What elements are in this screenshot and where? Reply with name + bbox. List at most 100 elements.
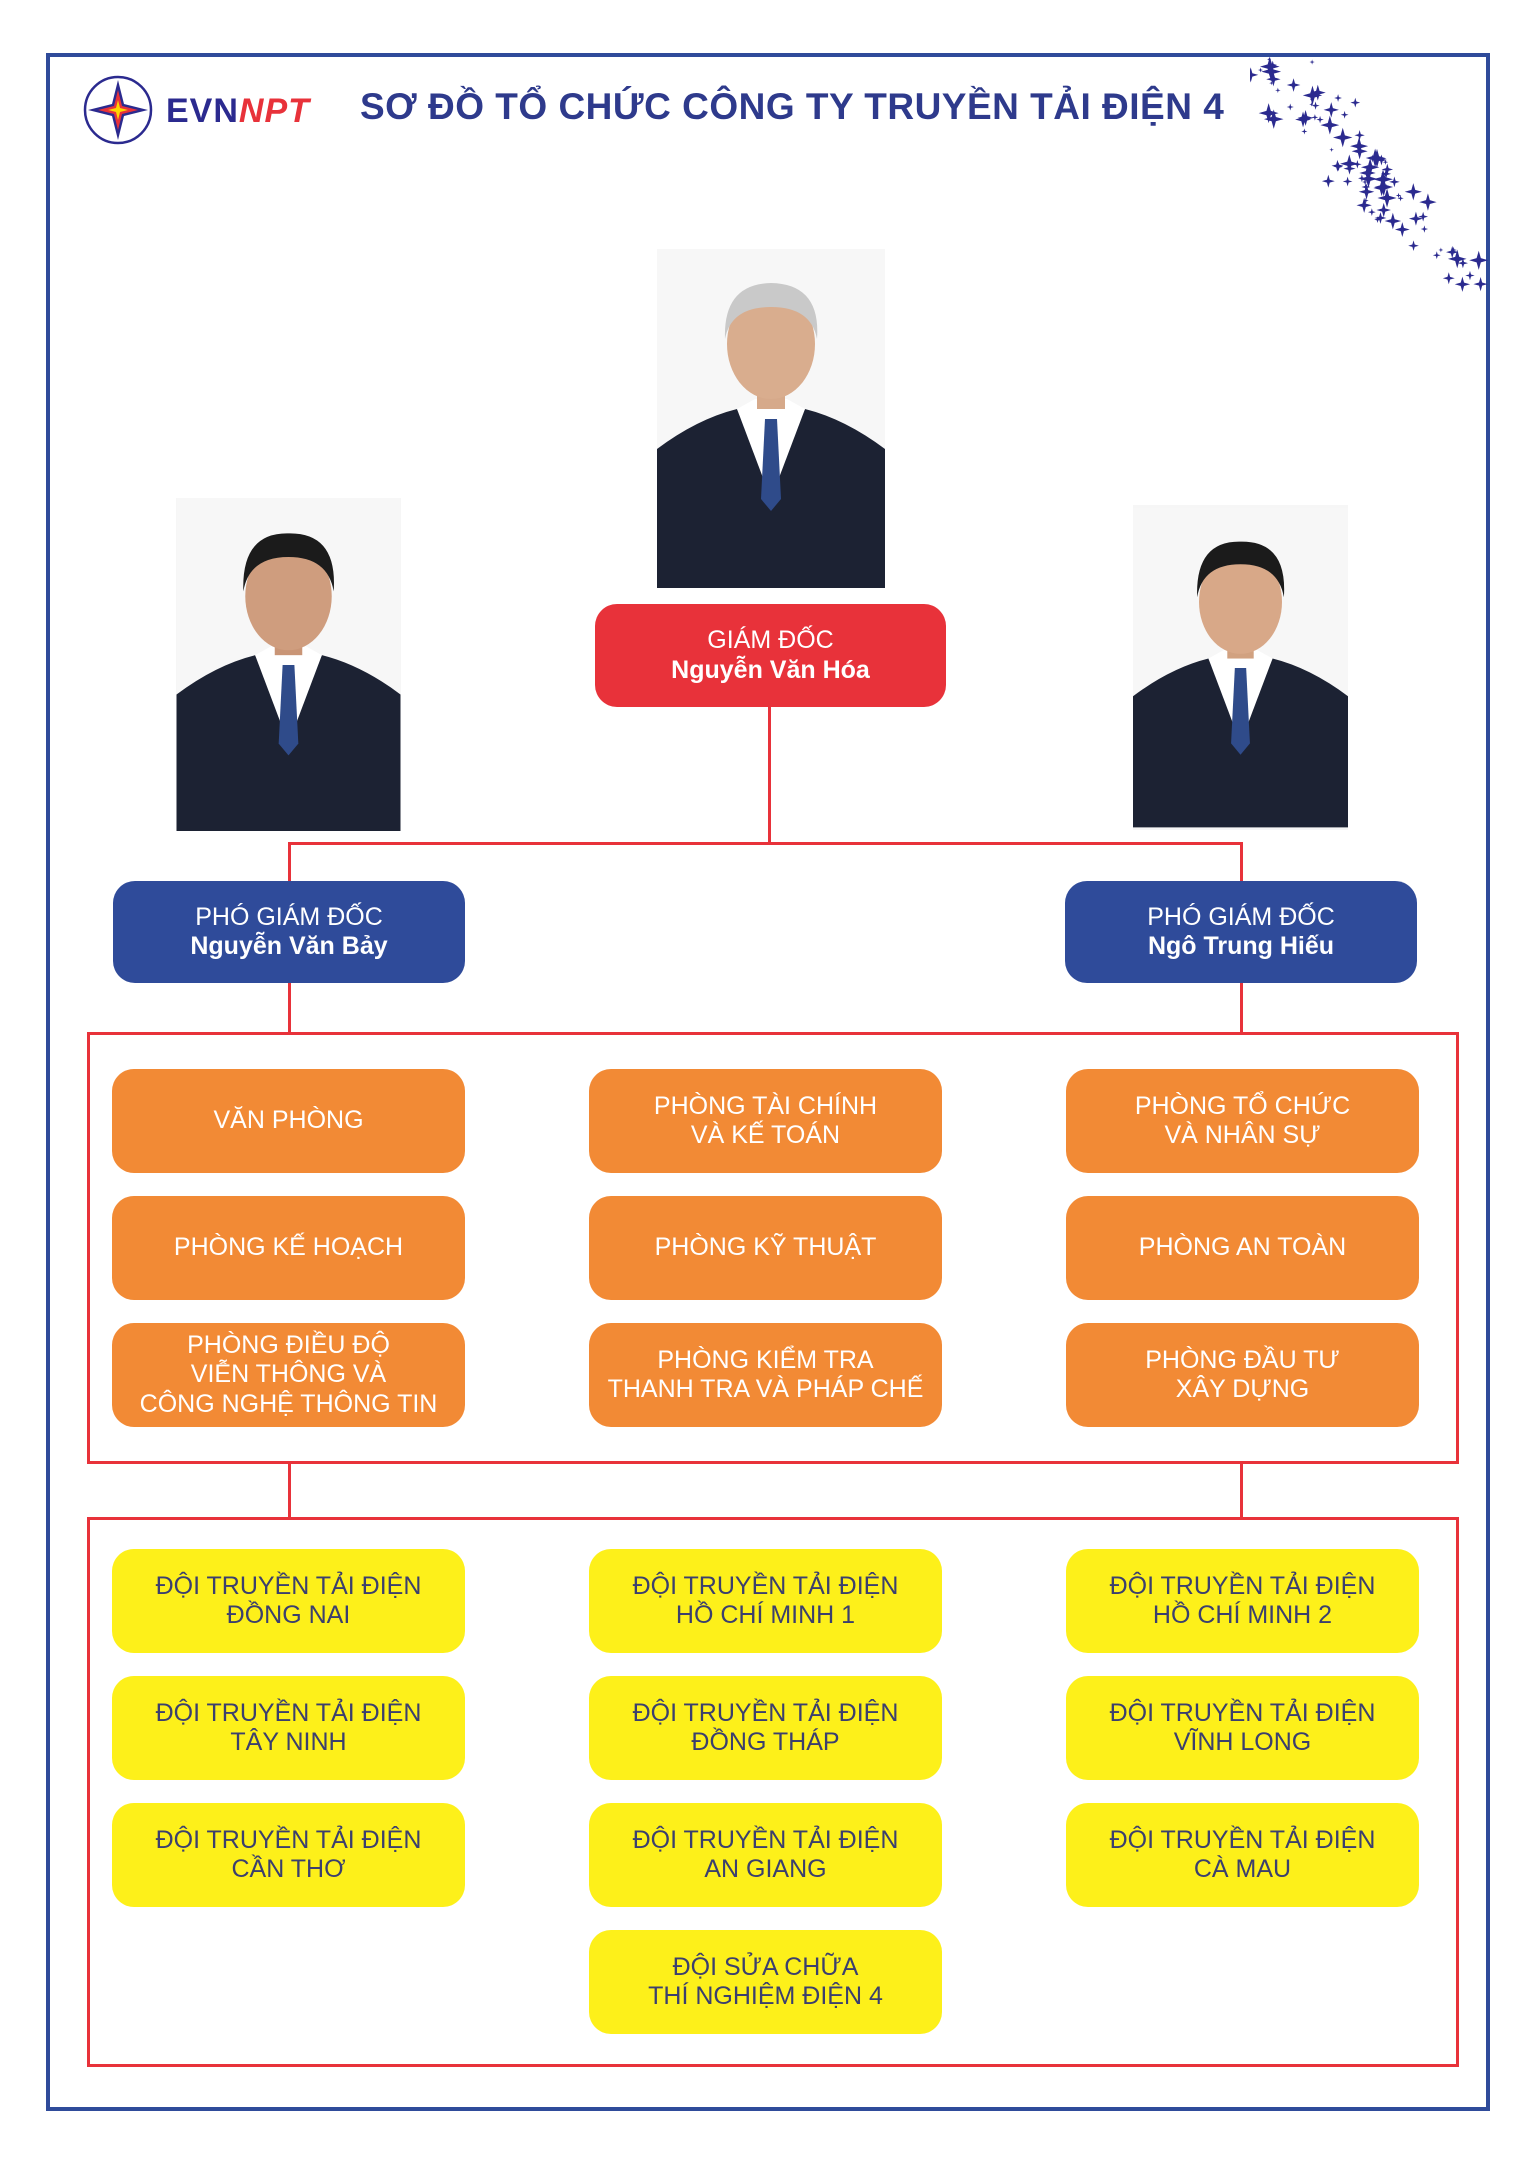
star-icon — [1408, 240, 1419, 252]
star-icon — [1362, 179, 1368, 185]
star-icon — [1394, 222, 1410, 237]
director-role: GIÁM ĐỐC — [707, 626, 834, 654]
vice-director-name: Nguyễn Văn Bảy — [190, 932, 388, 960]
star-icon — [1359, 164, 1376, 182]
star-icon — [1432, 251, 1441, 260]
star-icon — [1442, 272, 1455, 285]
star-icon — [1269, 80, 1274, 86]
team-box: ĐỘI TRUYỀN TẢI ĐIỆN AN GIANG — [589, 1803, 942, 1907]
star-icon — [1380, 181, 1388, 188]
team-box: ĐỘI TRUYỀN TẢI ĐIỆN CÀ MAU — [1066, 1803, 1419, 1907]
connector-director-down — [768, 707, 771, 844]
star-icon — [1286, 103, 1294, 111]
star-icon — [1342, 176, 1353, 187]
teams-group: ĐỘI TRUYỀN TẢI ĐIỆN ĐỒNG NAI ĐỘI TRUYỀN … — [87, 1517, 1459, 2067]
department-box: PHÒNG KIỂM TRA THANH TRA VÀ PHÁP CHẾ — [589, 1323, 942, 1427]
department-box: PHÒNG AN TOÀN — [1066, 1196, 1419, 1300]
star-icon — [1418, 211, 1429, 222]
star-icon — [1450, 246, 1457, 254]
star-icon — [1311, 114, 1319, 121]
star-icon — [1334, 162, 1343, 172]
star-icon — [1358, 184, 1375, 200]
connector-groups-left — [288, 1463, 291, 1518]
star-icon — [1309, 59, 1315, 65]
star-icon — [1258, 67, 1264, 73]
star-icon — [1365, 148, 1385, 168]
team-box: ĐỘI TRUYỀN TẢI ĐIỆN HỒ CHÍ MINH 2 — [1066, 1549, 1419, 1653]
star-icon — [1360, 158, 1380, 177]
star-icon — [1350, 97, 1361, 108]
brand-evn: EVN — [166, 92, 239, 130]
director-photo — [657, 249, 885, 588]
star-icon — [1320, 115, 1340, 135]
star-icon — [1381, 163, 1394, 176]
team-box: ĐỘI TRUYỀN TẢI ĐIỆN VĨNH LONG — [1066, 1676, 1419, 1780]
team-box: ĐỘI TRUYỀN TẢI ĐIỆN HỒ CHÍ MINH 1 — [589, 1549, 942, 1653]
department-box: PHÒNG ĐẦU TƯ XÂY DỰNG — [1066, 1323, 1419, 1427]
department-box: PHÒNG TỔ CHỨC VÀ NHÂN SỰ — [1066, 1069, 1419, 1173]
star-icon — [1419, 193, 1437, 211]
vice-director-1-photo — [176, 498, 401, 831]
star-icon — [1395, 192, 1402, 199]
star-icon — [1384, 212, 1402, 230]
star-icon — [1275, 87, 1281, 94]
department-box: PHÒNG KẾ HOẠCH — [112, 1196, 465, 1300]
star-icon — [1375, 154, 1387, 166]
star-icon — [1356, 197, 1372, 213]
stars-decoration-icon — [1250, 56, 1489, 292]
vice-director-role: PHÓ GIÁM ĐỐC — [195, 902, 383, 931]
departments-group: VĂN PHÒNG PHÒNG TÀI CHÍNH VÀ KẾ TOÁN PHÒ… — [87, 1032, 1459, 1464]
star-icon — [1373, 169, 1393, 190]
star-icon — [1382, 159, 1389, 165]
star-icon — [1295, 111, 1311, 128]
star-icon — [1361, 182, 1371, 192]
star-icon — [1309, 102, 1314, 107]
connector-groups-right — [1240, 1463, 1243, 1518]
star-icon — [1473, 276, 1488, 292]
star-icon — [1377, 188, 1397, 208]
star-icon — [1286, 78, 1301, 92]
star-icon — [1404, 183, 1422, 201]
vice-director-2-photo — [1133, 505, 1348, 830]
star-icon — [1367, 208, 1376, 217]
star-icon — [1267, 57, 1272, 62]
team-box: ĐỘI SỬA CHỮA THÍ NGHIỆM ĐIỆN 4 — [589, 1930, 942, 2034]
star-icon — [1465, 270, 1475, 281]
star-icon — [1263, 109, 1284, 129]
department-box: PHÒNG KỸ THUẬT — [589, 1196, 942, 1300]
star-icon — [1447, 249, 1467, 269]
star-icon — [1446, 245, 1459, 259]
star-icon — [1260, 56, 1280, 77]
brand-npt: NPT — [238, 92, 310, 130]
star-icon — [1258, 103, 1279, 124]
star-icon — [1354, 130, 1365, 141]
star-icon — [1309, 84, 1326, 101]
vice-director-role: PHÓ GIÁM ĐỐC — [1147, 902, 1335, 931]
vice-director-name: Ngô Trung Hiếu — [1147, 932, 1335, 960]
star-icon — [1469, 250, 1489, 270]
star-icon — [1353, 160, 1362, 169]
star-icon — [1329, 147, 1334, 152]
page-frame — [46, 53, 1490, 2111]
star-icon — [1250, 67, 1259, 83]
team-box: ĐỘI TRUYỀN TẢI ĐIỆN ĐỒNG NAI — [112, 1549, 465, 1653]
star-icon — [1334, 94, 1342, 102]
department-box: VĂN PHÒNG — [112, 1069, 465, 1173]
team-box: ĐỘI TRUYỀN TẢI ĐIỆN CẦN THƠ — [112, 1803, 465, 1907]
connector-vice-1-down — [288, 983, 291, 1033]
director-name: Nguyễn Văn Hóa — [671, 655, 870, 684]
star-icon — [1397, 195, 1404, 202]
star-icon — [1420, 225, 1429, 233]
star-icon — [1316, 115, 1324, 124]
star-icon — [1376, 202, 1391, 218]
connector-vice-2-down — [1240, 983, 1243, 1033]
star-icon — [1266, 72, 1281, 87]
star-icon — [1380, 168, 1392, 180]
evn-logo-icon — [83, 75, 153, 145]
star-icon — [1351, 143, 1368, 160]
connector-horizontal — [288, 842, 1243, 845]
page-title: SƠ ĐỒ TỔ CHỨC CÔNG TY TRUYỀN TẢI ĐIỆN 4 — [360, 86, 1225, 127]
star-icon — [1359, 169, 1378, 188]
